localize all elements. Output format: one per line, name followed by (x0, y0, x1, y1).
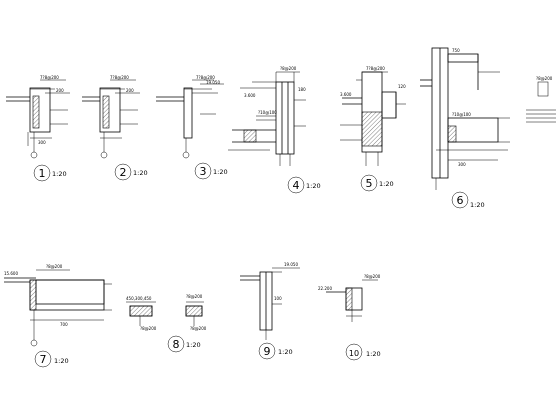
elev-label: 19.050 (206, 80, 220, 85)
detail-10: 22.200 ?8@200 (318, 274, 381, 322)
detail-number: 10 (349, 349, 359, 358)
detail-5: 7?8@200 3.600 120 (340, 66, 406, 166)
detail-number: 3 (200, 165, 207, 178)
elev-label: 3.600 (244, 93, 256, 98)
detail-scale: 1:20 (54, 357, 69, 365)
detail-8: 450,300,450 ?8@200 ?8@200 ?8@200 (126, 294, 207, 331)
detail-scale: 1:20 (278, 348, 293, 356)
dim-label: 120 (398, 84, 406, 89)
elev-label: 3.600 (340, 92, 352, 97)
detail-number: 9 (264, 345, 271, 358)
rebar-note: 7?8@200 (196, 75, 215, 80)
dim-label: 300 (458, 162, 466, 167)
detail-number: 1 (39, 167, 46, 180)
detail-7: 15.600 ?8@200 700 (4, 264, 112, 347)
dim-label: 750 (452, 48, 460, 53)
elev-label: 22.200 (318, 286, 332, 291)
detail-scale: 1:20 (213, 168, 228, 176)
rebar-note: ?8@200 (140, 326, 157, 331)
dim-label: 300 (38, 140, 46, 145)
detail-scale: 1:20 (379, 180, 394, 188)
detail-scale: 1:20 (366, 350, 381, 358)
label-9: 9 1:20 (258, 342, 293, 360)
detail-2: 7?8@200 200 (82, 75, 140, 159)
dim-label: 700 (60, 322, 68, 327)
detail-scale: 1:20 (186, 341, 201, 349)
detail-number: 2 (120, 166, 127, 179)
label-2: 2 1:20 (114, 163, 148, 181)
dim-label: 180 (298, 87, 306, 92)
detail-3: 19.050 7?8@200 (156, 75, 224, 159)
label-5: 5 1:20 (360, 174, 394, 192)
rebar-note: 7?8@200 (40, 75, 59, 80)
detail-scale: 1:20 (52, 170, 67, 178)
rebar-note: ?8@200 (186, 294, 203, 299)
detail-number: 6 (457, 194, 464, 207)
elev-label: 19.050 (284, 262, 298, 267)
detail-4: ?8@200 ?10@100 3.600 180 (228, 66, 306, 166)
label-7: 7 1:20 (34, 350, 69, 368)
rebar-note: ?8@200 (46, 264, 63, 269)
dim-label: 450,300,450 (126, 296, 152, 301)
elev-label: 15.600 (4, 271, 18, 276)
label-6: 6 1:20 (451, 191, 485, 209)
rebar-note: ?10@100 (452, 112, 471, 117)
detail-number: 4 (293, 179, 300, 192)
dim-label: 200 (56, 88, 64, 93)
rebar-note: ?8@200 (364, 274, 381, 279)
rebar-note: ?10@100 (258, 110, 277, 115)
dim-label: 200 (126, 88, 134, 93)
dim-label: 100 (274, 296, 282, 301)
rebar-note: 7?8@200 (366, 66, 385, 71)
label-1: 1 1:20 (33, 164, 67, 182)
label-3: 3 1:20 (194, 162, 228, 180)
label-10: 10 1:20 (345, 343, 381, 361)
rebar-note: ?8@200 (190, 326, 207, 331)
rebar-note: ?8@200 (536, 76, 553, 81)
detail-scale: 1:20 (133, 169, 148, 177)
detail-scale: 1:20 (306, 182, 321, 190)
rebar-note: ?8@200 (280, 66, 297, 71)
detail-9: 19.050 100 (240, 262, 300, 340)
detail-number: 8 (173, 338, 180, 351)
detail-6: 750 300 ?8@200 ?10@100 (420, 47, 556, 190)
detail-number: 5 (366, 177, 373, 190)
label-8: 8 1:20 (167, 335, 201, 353)
detail-number: 7 (40, 353, 47, 366)
detail-scale: 1:20 (470, 201, 485, 209)
rebar-note: 7?8@200 (110, 75, 129, 80)
detail-1: 7?8@200 200 300 (6, 75, 70, 159)
label-4: 4 1:20 (287, 176, 321, 194)
